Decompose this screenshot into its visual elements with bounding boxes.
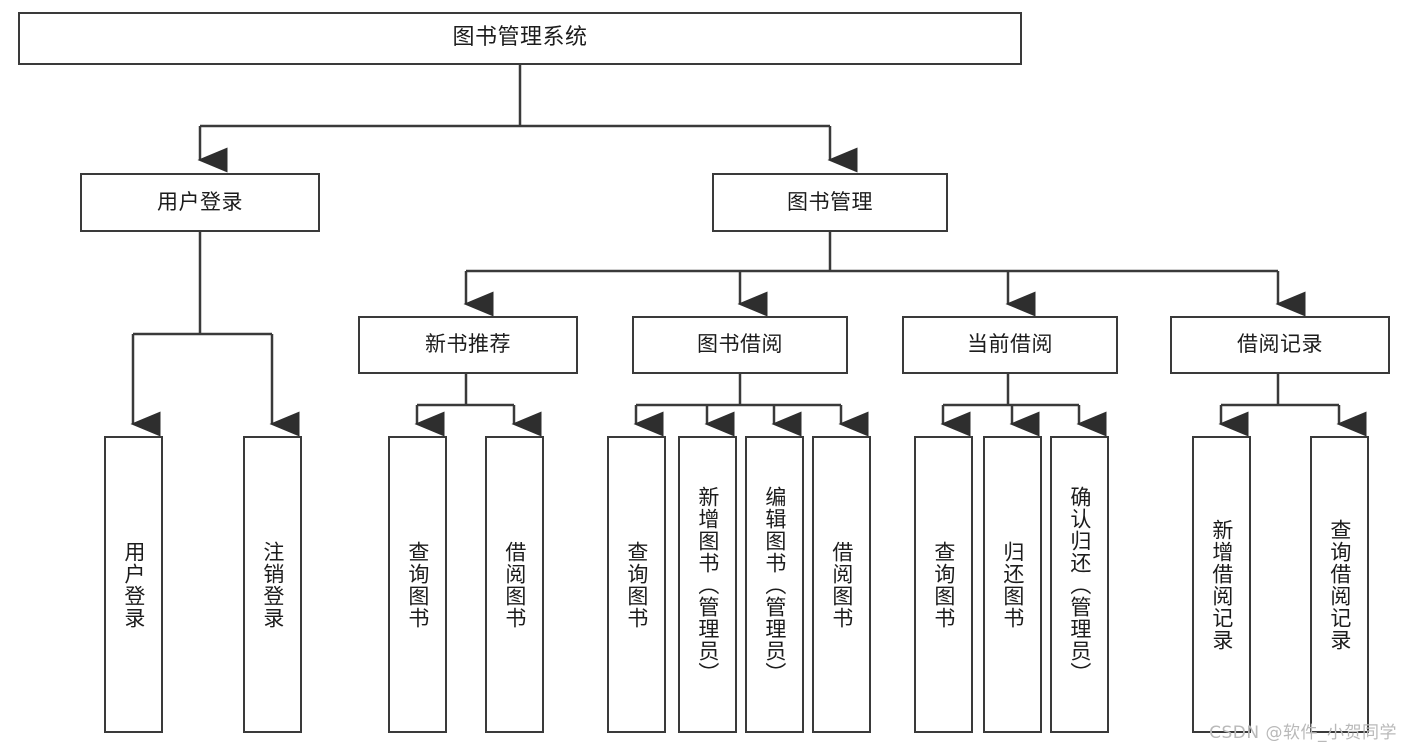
node-user-login[interactable]: 用户登录	[80, 173, 320, 232]
node-book-borrow[interactable]: 图书借阅	[632, 316, 848, 374]
leaf-node[interactable]: 确认归还（管理员）	[1050, 436, 1109, 733]
leaf-node[interactable]: 借阅图书	[485, 436, 544, 733]
node-root[interactable]: 图书管理系统	[18, 12, 1022, 65]
leaf-label: 用户登录	[121, 540, 146, 629]
node-new-book-recommend[interactable]: 新书推荐	[358, 316, 578, 374]
leaf-label: 编辑图书（管理员）	[762, 485, 787, 684]
node-new-book-recommend-label: 新书推荐	[425, 332, 511, 357]
node-root-label: 图书管理系统	[452, 25, 588, 51]
leaf-label: 借阅图书	[502, 540, 527, 629]
leaf-node[interactable]: 查询图书	[388, 436, 447, 733]
leaf-node[interactable]: 归还图书	[983, 436, 1042, 733]
leaf-node[interactable]: 用户登录	[104, 436, 163, 733]
leaf-node[interactable]: 查询图书	[914, 436, 973, 733]
node-book-management[interactable]: 图书管理	[712, 173, 948, 232]
leaf-node[interactable]: 查询图书	[607, 436, 666, 733]
leaf-label: 查询借阅记录	[1327, 518, 1352, 651]
leaf-label: 新增图书（管理员）	[695, 485, 720, 684]
leaf-label: 注销登录	[260, 540, 285, 629]
leaf-label: 借阅图书	[829, 540, 854, 629]
node-current-borrow[interactable]: 当前借阅	[902, 316, 1118, 374]
node-book-management-label: 图书管理	[787, 189, 873, 214]
node-current-borrow-label: 当前借阅	[967, 332, 1053, 357]
node-user-login-label: 用户登录	[157, 189, 243, 214]
leaf-node[interactable]: 新增图书（管理员）	[678, 436, 737, 733]
node-borrow-record-label: 借阅记录	[1237, 332, 1323, 357]
node-borrow-record[interactable]: 借阅记录	[1170, 316, 1390, 374]
leaf-label: 确认归还（管理员）	[1067, 485, 1092, 684]
leaf-label: 查询图书	[405, 540, 430, 629]
leaf-node[interactable]: 新增借阅记录	[1192, 436, 1251, 733]
leaf-node[interactable]: 查询借阅记录	[1310, 436, 1369, 733]
leaf-label: 查询图书	[931, 540, 956, 629]
leaf-node[interactable]: 编辑图书（管理员）	[745, 436, 804, 733]
leaf-label: 新增借阅记录	[1209, 518, 1234, 651]
leaf-node[interactable]: 借阅图书	[812, 436, 871, 733]
watermark-text: CSDN @软件_小贺同学	[1209, 723, 1397, 743]
leaf-label: 查询图书	[624, 540, 649, 629]
leaf-label: 归还图书	[1000, 540, 1025, 629]
node-book-borrow-label: 图书借阅	[697, 332, 783, 357]
leaf-node[interactable]: 注销登录	[243, 436, 302, 733]
